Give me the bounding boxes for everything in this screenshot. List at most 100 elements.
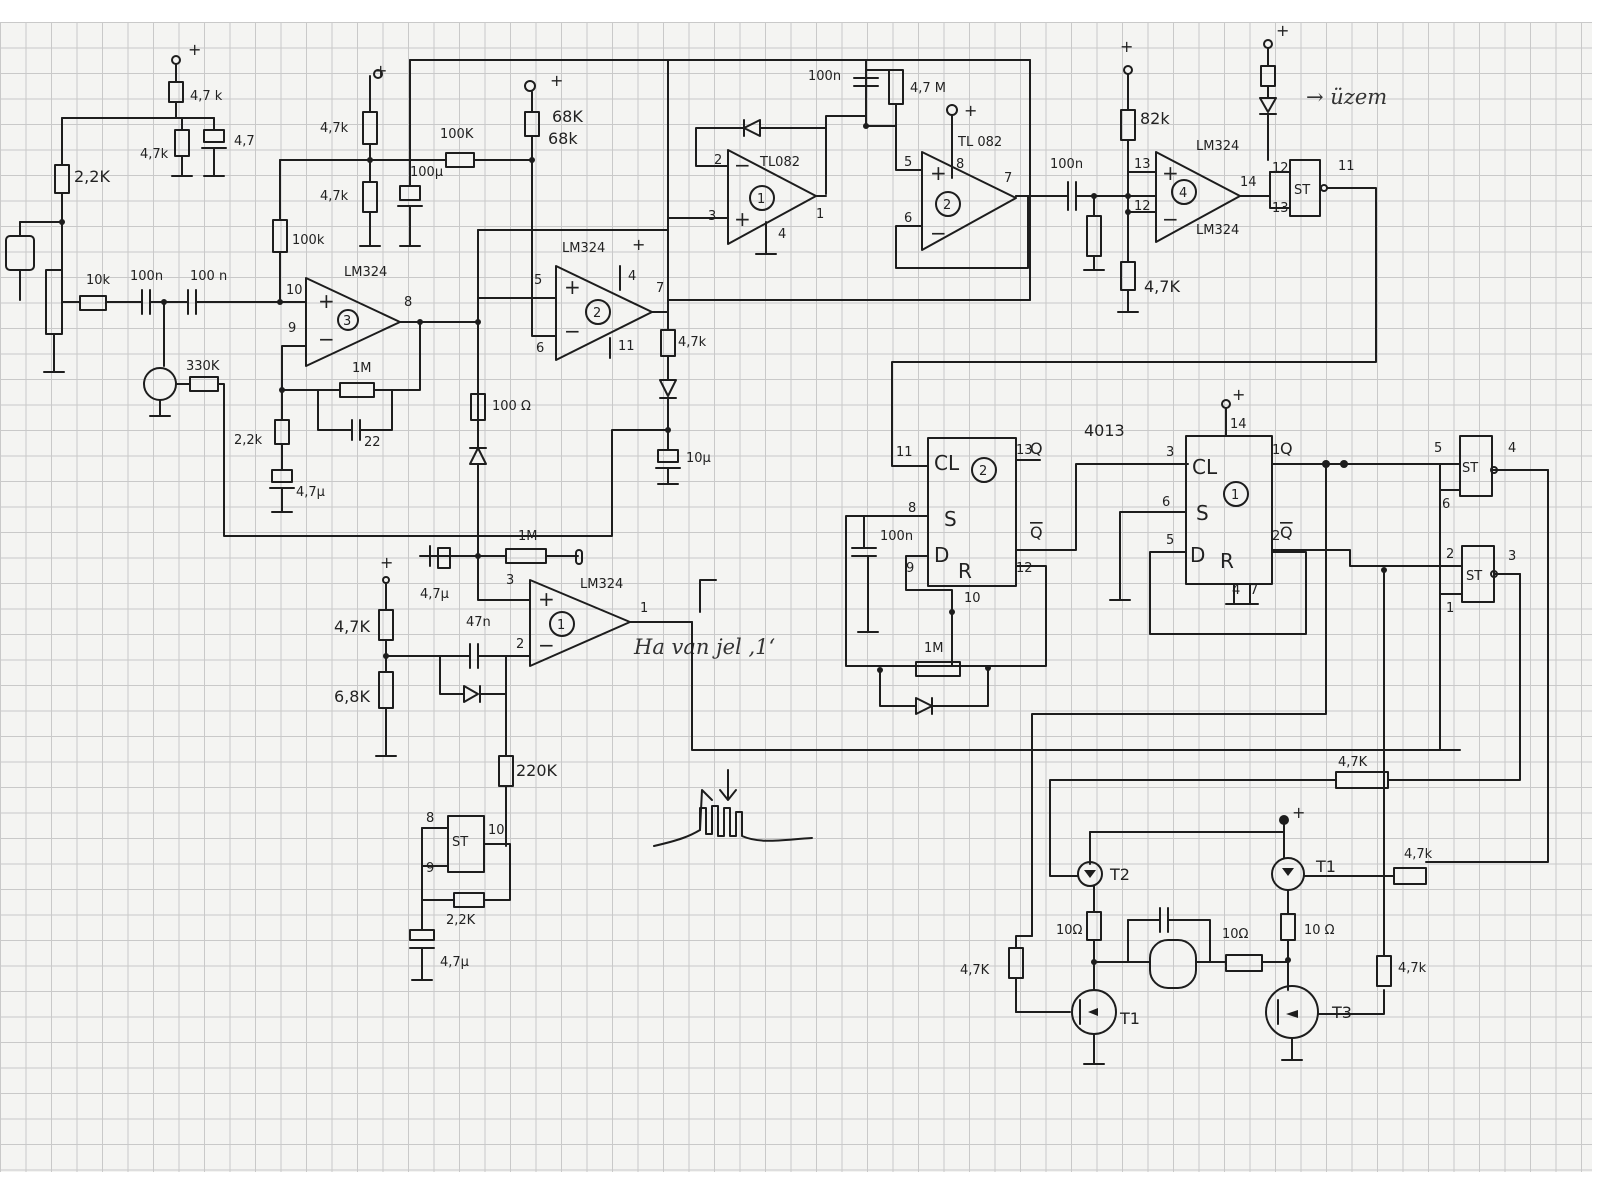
plus-label: + [188,40,201,59]
schematic-label: 2,2K [446,913,476,928]
schematic-label: 100 n [190,269,227,284]
schematic-label: 6 [904,211,912,226]
schematic-label: 100k [292,233,325,248]
schematic-label: 1 [757,192,765,207]
schematic-label: 100n [808,69,841,84]
schematic-label: R [1220,549,1234,573]
opamp-1-tl082 [727,149,817,245]
schematic-label: 4,7μ [420,587,449,602]
svg-text:−: − [564,319,581,343]
schematic-label: 12 [1016,561,1033,576]
schematic-label: 4 [1232,583,1240,598]
waveform-sketch [653,769,813,847]
schematic-label: 4,7K [1144,277,1180,296]
resistor-4-7k-f [1393,867,1427,885]
opamp-3-stage: + 4,7k 4,7k 100k 100μ 100K + 68K [234,59,1031,513]
schematic-label: 2,2k [234,433,263,448]
resistor-1m-fb [339,382,375,398]
schematic-label: 7 [1004,171,1012,186]
schematic-label: + [964,101,977,120]
schematic-label: 4,7k [1398,961,1427,976]
schematic-label: 10 Ω [1304,923,1335,938]
ff-1-box [1185,435,1273,585]
schematic-label: 4 [778,227,786,242]
schematic-label: + [374,61,387,80]
transistor-t2 [1077,861,1103,887]
schematic-label: ST [1294,183,1310,198]
schematic-label: 4,7K [960,963,990,978]
schematic-label: 2 [1272,529,1280,544]
svg-text:−: − [734,153,751,177]
schematic-label: + [1292,803,1305,822]
opamp-2 [555,265,653,361]
svg-text:+: + [734,207,751,231]
schematic-label: 3 [343,314,351,329]
schematic-label: 1 [640,601,648,616]
schematic-label: R [958,559,972,583]
schematic-label: 10μ [686,451,711,466]
schematic-label: 4,7 M [910,81,946,96]
potentiometer [45,269,63,335]
schematic-label: + [1120,37,1133,56]
schematic-label: 4 [1179,186,1187,201]
schematic-label: → üzem [1306,85,1387,109]
schematic-label: 10k [86,273,111,288]
svg-text:+: + [564,275,581,299]
schematic-label: 6 [536,341,544,356]
svg-text:+: + [930,161,947,185]
schematic-label: 10 [964,591,981,606]
tl082-1-stage: − + 1 TL082 2 3 1 4 [667,59,867,255]
resistor-82k [1120,109,1136,141]
schematic-label: 1M [924,641,944,656]
schematic-label: 4,7 [234,134,255,149]
resistor-2-2k-b [274,419,290,445]
schematic-label: 4,7k [320,189,349,204]
schematic-label: 3 [506,573,514,588]
schmitt-triggers-right: ST 5 4 6 ST 2 3 1 [1387,435,1549,863]
schematic-label: T1 [1119,1009,1140,1028]
resistor-4-7k-out [660,329,676,357]
lm324-4-stage: + 82k 4,7K + − 4 13 12 14 LM324 LM324 ST… [891,21,1387,467]
schematic-label: 4,7k [678,335,707,350]
schematic-label: 2 [714,153,722,168]
schematic-label: Q [1280,523,1293,542]
schematic-label: + [1276,21,1289,40]
schematic-label: TL 082 [957,135,1002,150]
schematic-label: 68K [552,107,583,126]
schematic-label: Ha van jel ‚1‘ [633,635,775,659]
schematic-label: 22 [364,435,381,450]
schematic-label: 100μ [410,165,443,180]
schematic-label: 13 [1134,157,1151,172]
schematic-label: Q [1280,439,1293,458]
schematic-label: S [944,507,957,531]
resistor-4-7k-b [174,129,190,157]
diode-b [469,447,487,465]
resistor-2-2k-c [453,892,485,908]
resistor-68k [524,111,540,137]
opamp-2-stage: + − 2 LM324 5 6 4 7 11 + 4,7k 10μ 100 Ω [469,229,711,557]
schematic-label: 330K [186,359,220,374]
schematic-label: 4 [1508,441,1516,456]
schematic-label: 10 [488,823,505,838]
schematic-label: 1 [1446,601,1454,616]
schematic-label: 9 [426,861,434,876]
schematic-label: 4,7k [140,147,169,162]
schematic-label: 13 [1016,443,1033,458]
resistor-10k [79,295,107,311]
schematic-label: 2 [943,198,951,213]
schematic-label: 7 [656,281,664,296]
schematic-label: 100K [440,127,474,142]
schematic-label: 4,7μ [440,955,469,970]
schmitt-trigger-c [1459,435,1493,497]
resistor-10-ohm-a [1086,911,1102,941]
schematic-label: 8 [404,295,412,310]
schematic-label: 10 [286,283,303,298]
schematic-label: 100 Ω [492,399,531,414]
resistor-4-7k-top [168,81,184,103]
schematic-label: 4013 [1084,421,1125,440]
schematic-label: 9 [288,321,296,336]
schematic-label: 4,7k [320,121,349,136]
schematic-label: 2 [1446,547,1454,562]
speaker-icon [1149,939,1197,989]
